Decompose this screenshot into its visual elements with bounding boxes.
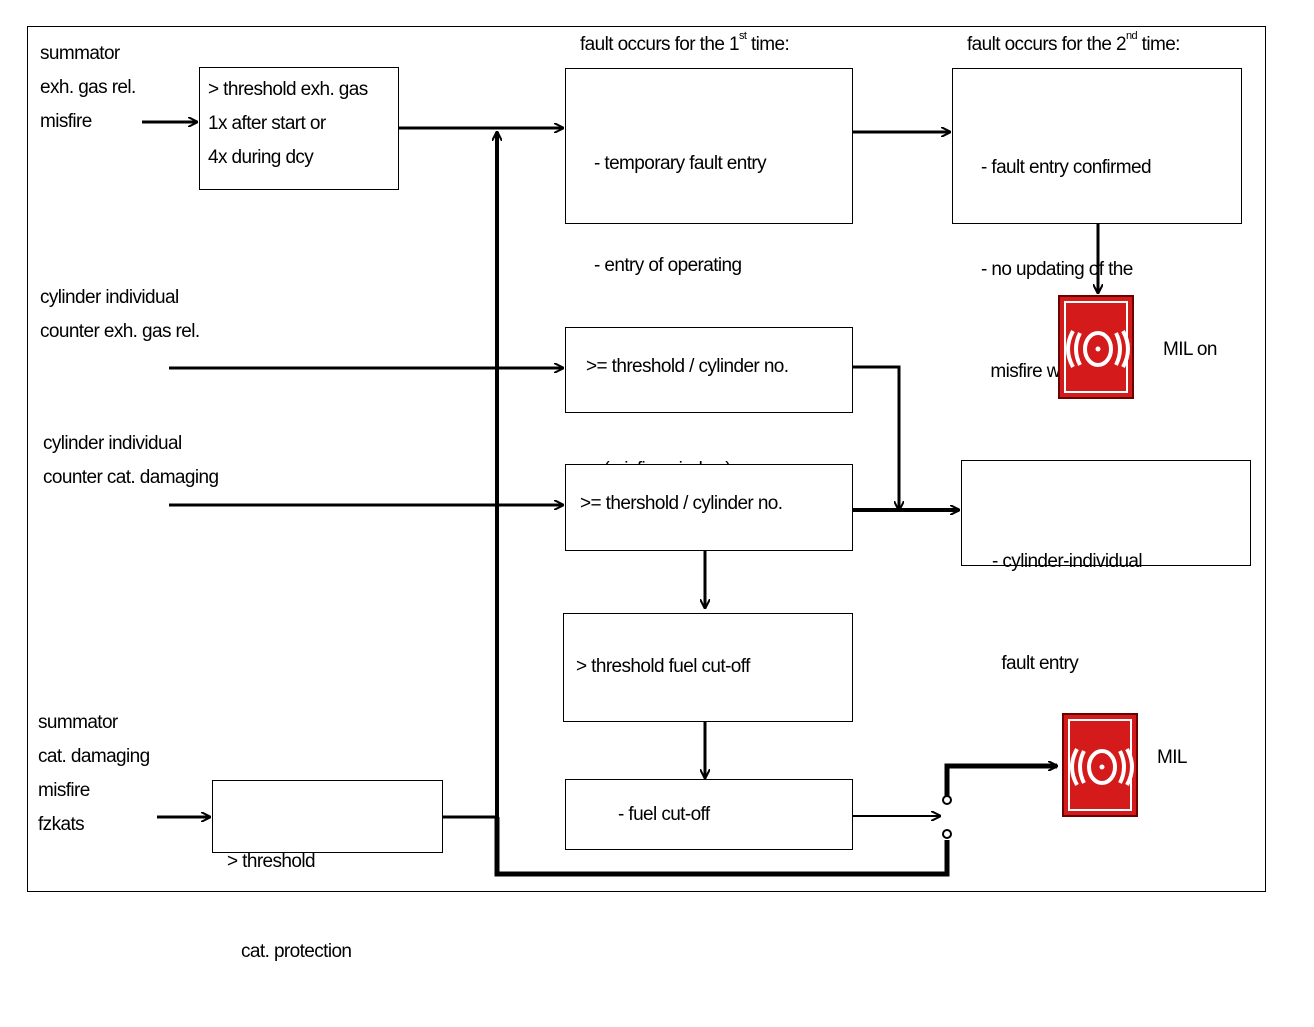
box-fuel-cutoff: - fuel cut-off (565, 779, 853, 850)
diagram-frame (27, 26, 1266, 892)
input-summator-cat: summator cat. damaging misfire fzkats (38, 712, 150, 835)
bottom-bus (494, 817, 950, 877)
box-cyl-fault-entry: - cylinder-individual fault entry (961, 460, 1251, 674)
arrow-cyl-exh-down (851, 365, 899, 510)
header-first-time: fault occurs for the 1st time: (580, 29, 790, 55)
arrow-to-mil (944, 766, 1057, 800)
mil-lamp-icon (1066, 330, 1130, 368)
box-fuel-threshold: > threshold fuel cut-off (563, 613, 853, 722)
box-first-fault: - temporary fault entry - entry of opera… (565, 68, 853, 480)
mil-on-lamp-icon (1058, 295, 1134, 399)
header-second-time: fault occurs for the 2nd time: (967, 29, 1180, 55)
mil-lamp (1062, 713, 1138, 817)
box-threshold-exh-gas: > threshold exh. gas 1x after start or 4… (199, 67, 399, 190)
input-summator-exh: summator exh. gas rel. misfire (40, 43, 136, 132)
input-cylinder-cat: cylinder individual counter cat. damagin… (43, 433, 219, 488)
box-cat-protection: > threshold cat. protection (212, 780, 443, 962)
box-second-fault: - fault entry confirmed - no updating of… (952, 68, 1242, 382)
connector-lines (142, 0, 1314, 877)
input-cylinder-exh: cylinder individual counter exh. gas rel… (40, 287, 200, 342)
mil-lamp-icon (1070, 748, 1134, 786)
box-cyl-threshold-cat: >= thershold / cylinder no. (565, 464, 853, 551)
or-switch (942, 795, 952, 839)
mil-on-label: MIL on (1163, 339, 1217, 360)
mil-label: MIL (1157, 747, 1187, 768)
box-cyl-threshold-exh: >= threshold / cylinder no. (565, 327, 853, 413)
